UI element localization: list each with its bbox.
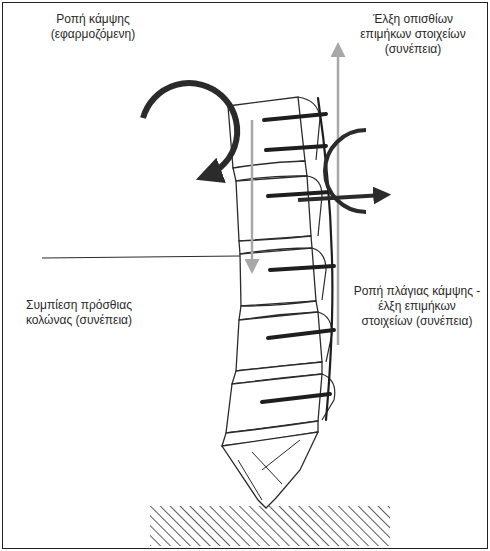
fixation-screws	[262, 98, 334, 420]
frame	[3, 3, 488, 549]
annotation-label: Έλξη οπισθίων επιμήκων στοιχείων (συνέπε…	[350, 12, 476, 57]
annotation-label: Ροπή κάμψης (εφαρμοζόμενη)	[28, 12, 158, 42]
leader-line	[42, 256, 240, 258]
ground-hatching	[150, 506, 390, 546]
compression-arrow	[251, 120, 254, 268]
annotation-label: Συμπίεση πρόσθιας κολώνας (συνέπεια)	[14, 298, 144, 328]
bending-moment-arrow	[143, 83, 237, 176]
lateral-moment-arrow	[298, 195, 384, 200]
vertebral-column	[222, 97, 335, 508]
annotation-label: Ροπή πλάγιας κάμψης - έλξη επιμήκων στοι…	[352, 284, 482, 329]
